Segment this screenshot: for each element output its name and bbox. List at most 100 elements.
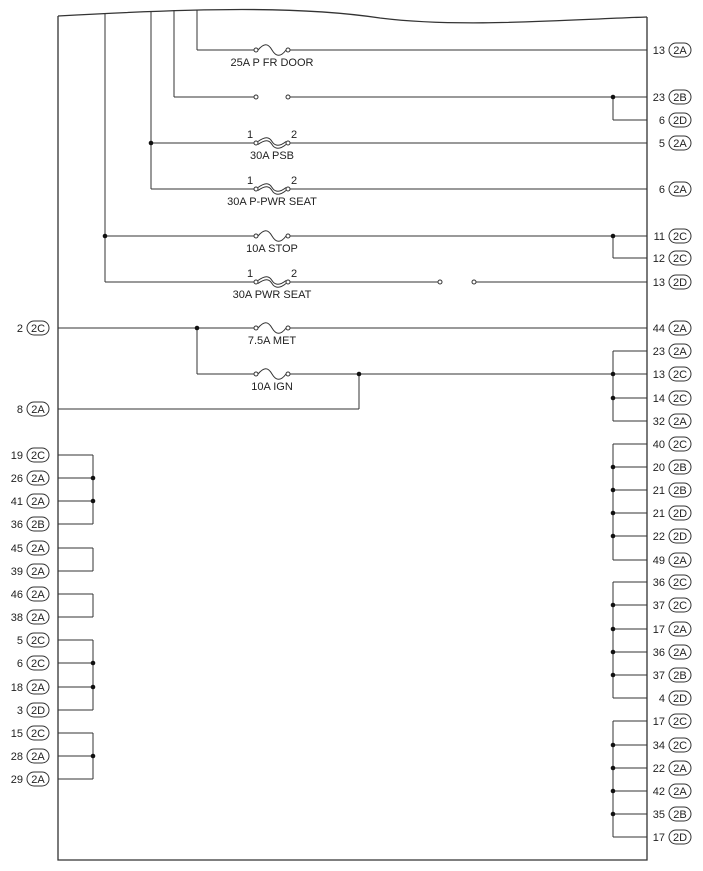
splice-dot (610, 94, 616, 100)
connector-tag (668, 42, 692, 58)
connector-tag (668, 829, 692, 845)
connector-id: 2C (673, 369, 687, 381)
connector-tag (668, 343, 692, 359)
fuse-element (257, 183, 287, 192)
fuse-contact (253, 371, 259, 377)
fuse: 7.5A MET (248, 322, 297, 347)
wires (58, 10, 647, 838)
fuse-pin-label: 2 (291, 129, 297, 141)
connector-id: 2D (31, 705, 45, 717)
connector-tag (26, 609, 50, 625)
fuse-label: 10A STOP (246, 243, 298, 255)
terminal-pin-number: 36 (11, 519, 23, 531)
splice-dot (610, 649, 616, 655)
fuse-contact (253, 47, 259, 53)
connector-tag (668, 505, 692, 521)
connector-tag (26, 540, 50, 556)
fuse: 10A STOP (246, 230, 298, 255)
connector-id: 2A (31, 612, 45, 624)
connector-tag (26, 516, 50, 532)
fuse-label: 7.5A MET (248, 335, 297, 347)
terminal-pin-number: 26 (11, 473, 23, 485)
connector-id: 2A (673, 45, 687, 57)
terminal-pin-number: 45 (11, 543, 23, 555)
connector-terminal: 14 2C (653, 390, 692, 406)
fuse-contact (285, 325, 291, 331)
connector-id: 2A (31, 589, 45, 601)
connector-id: 2A (31, 682, 45, 694)
fuse-element (257, 230, 287, 242)
terminal-pin-number: 6 (17, 658, 23, 670)
connector-id: 2C (673, 393, 687, 405)
fuse-contact (285, 233, 291, 239)
connector-id: 2A (31, 543, 45, 555)
terminal-pin-number: 23 (653, 346, 665, 358)
connector-tag (668, 644, 692, 660)
terminal-pin-number: 42 (653, 786, 665, 798)
connector-tag (668, 366, 692, 382)
connector-id: 2B (673, 485, 686, 497)
connector-tag (26, 470, 50, 486)
fuse-element (257, 44, 287, 56)
splice-dot (356, 371, 362, 377)
connector-tag (26, 748, 50, 764)
terminal-pin-number: 5 (17, 635, 23, 647)
connector-tag (668, 783, 692, 799)
fuse-pin-label: 1 (247, 175, 253, 187)
terminal-pin-number: 17 (653, 624, 665, 636)
terminal-pin-number: 3 (17, 705, 23, 717)
fuse-pin-label: 1 (247, 268, 253, 280)
connector-id: 2A (673, 416, 687, 428)
splice-dot (90, 475, 96, 481)
connector-id: 2B (673, 92, 686, 104)
connector-tag (668, 112, 692, 128)
fuse-contact (285, 47, 291, 53)
splice-dot (90, 753, 96, 759)
connector-tag (668, 274, 692, 290)
terminal-pin-number: 37 (653, 670, 665, 682)
terminal-pin-number: 15 (11, 728, 23, 740)
splice-dot (610, 233, 616, 239)
connector-tag (668, 552, 692, 568)
connector-terminal: 44 2A (653, 320, 692, 336)
open-contact (471, 279, 477, 285)
terminal-pin-number: 17 (653, 832, 665, 844)
terminal-pin-number: 21 (653, 485, 665, 497)
connector-id: 2C (31, 728, 45, 740)
connector-tag (668, 597, 692, 613)
splice-points (90, 94, 616, 817)
terminal-pin-number: 28 (11, 751, 23, 763)
terminal-pin-number: 44 (653, 323, 665, 335)
terminal-pin-number: 38 (11, 612, 23, 624)
block-top-edge (57, 8, 648, 24)
terminal-pin-number: 2 (17, 323, 23, 335)
connector-id: 2C (673, 253, 687, 265)
terminal-pin-number: 13 (653, 277, 665, 289)
connector-id: 2C (673, 439, 687, 451)
connector-tag (26, 655, 50, 671)
terminal-pin-number: 14 (653, 393, 665, 405)
fuse-label: 30A PSB (250, 150, 294, 162)
connector-tag (668, 713, 692, 729)
connector-terminal: 3 2D (17, 702, 50, 718)
connector-id: 2A (673, 323, 687, 335)
terminal-pin-number: 37 (653, 600, 665, 612)
block-outline (57, 8, 648, 861)
connector-tag (26, 632, 50, 648)
fuse-element (257, 279, 287, 288)
